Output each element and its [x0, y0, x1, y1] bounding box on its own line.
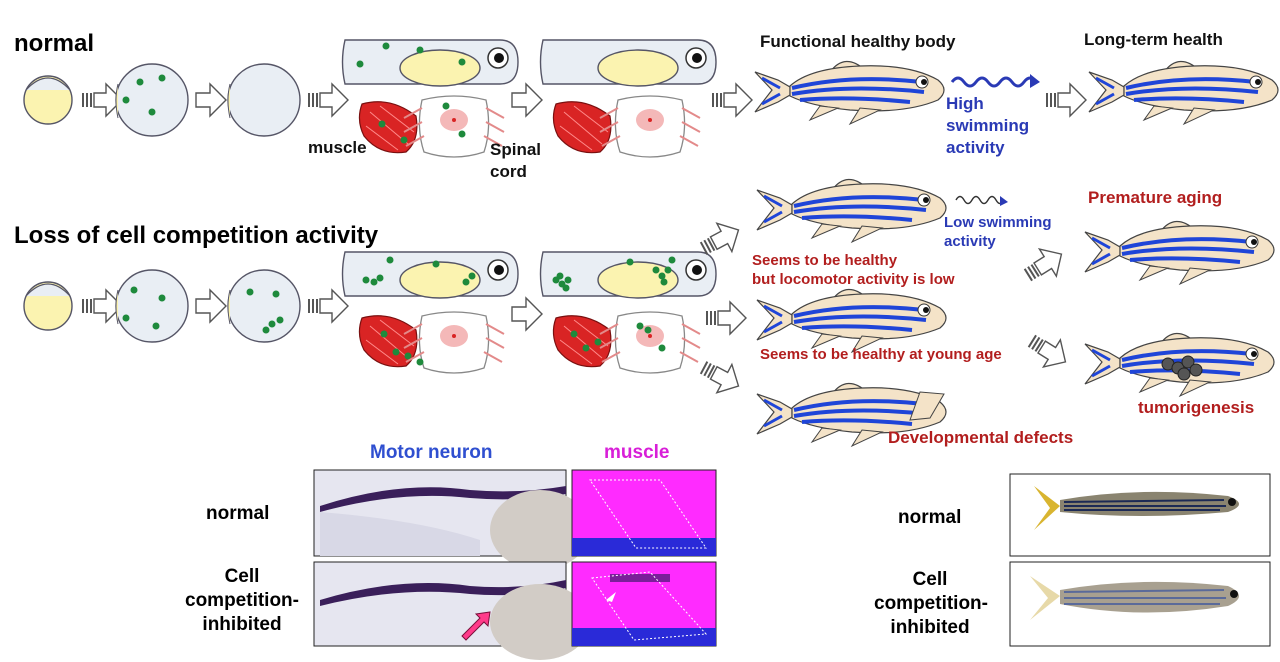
- label-high-swim-1: High: [946, 94, 984, 113]
- label-spinal-2: cord: [490, 162, 527, 181]
- label-spinal-1: Spinal: [490, 140, 542, 159]
- panel-label-normal-left: normal: [206, 503, 270, 524]
- panel-label-inhibited-left-1: Cell: [224, 566, 260, 587]
- motor-neuron-panel-inhibited: [313, 561, 590, 660]
- label-low-swim-2: activity: [944, 233, 996, 250]
- panel-head-muscle: muscle: [604, 442, 670, 463]
- loss-row-diagram: [23, 177, 1276, 448]
- muscle-panel-normal: [571, 469, 717, 557]
- label-long-term-health: Long-term health: [1084, 30, 1223, 49]
- label-low-swim-1: Low swimming: [944, 214, 1052, 231]
- panel-label-inhibited-right-2: competition-: [874, 593, 988, 614]
- label-tumorigenesis: tumorigenesis: [1138, 398, 1255, 417]
- label-premature-aging: Premature aging: [1088, 188, 1223, 207]
- label-high-swim-3: activity: [946, 138, 1005, 157]
- panel-label-normal-right: normal: [898, 507, 962, 528]
- panel-label-inhibited-right-1: Cell: [912, 569, 948, 590]
- row-title-loss: Loss of cell competition activity: [14, 222, 379, 249]
- motor-neuron-panel-normal: [313, 469, 590, 570]
- muscle-panel-inhibited: [571, 561, 717, 647]
- adult-fish-photo-normal: [1009, 473, 1271, 557]
- row-title-normal: normal: [14, 30, 95, 57]
- panel-label-inhibited-left-2: competition-: [185, 590, 299, 611]
- label-muscle: muscle: [308, 138, 367, 157]
- label-high-swim-2: swimming: [946, 116, 1030, 135]
- panel-label-inhibited-right-3: inhibited: [890, 617, 970, 638]
- normal-row-diagram: [23, 39, 1280, 158]
- label-seems-healthy-1: Seems to be healthy: [752, 252, 898, 269]
- panel-label-inhibited-left-3: inhibited: [202, 614, 282, 635]
- label-seems-young: Seems to be healthy at young age: [760, 346, 1002, 363]
- label-developmental-defects: Developmental defects: [888, 428, 1074, 447]
- panel-head-motor-neuron: Motor neuron: [370, 442, 493, 463]
- adult-fish-photo-inhibited: [1009, 561, 1271, 647]
- label-functional-body: Functional healthy body: [760, 32, 956, 51]
- label-seems-healthy-2: but locomotor activity is low: [752, 271, 955, 288]
